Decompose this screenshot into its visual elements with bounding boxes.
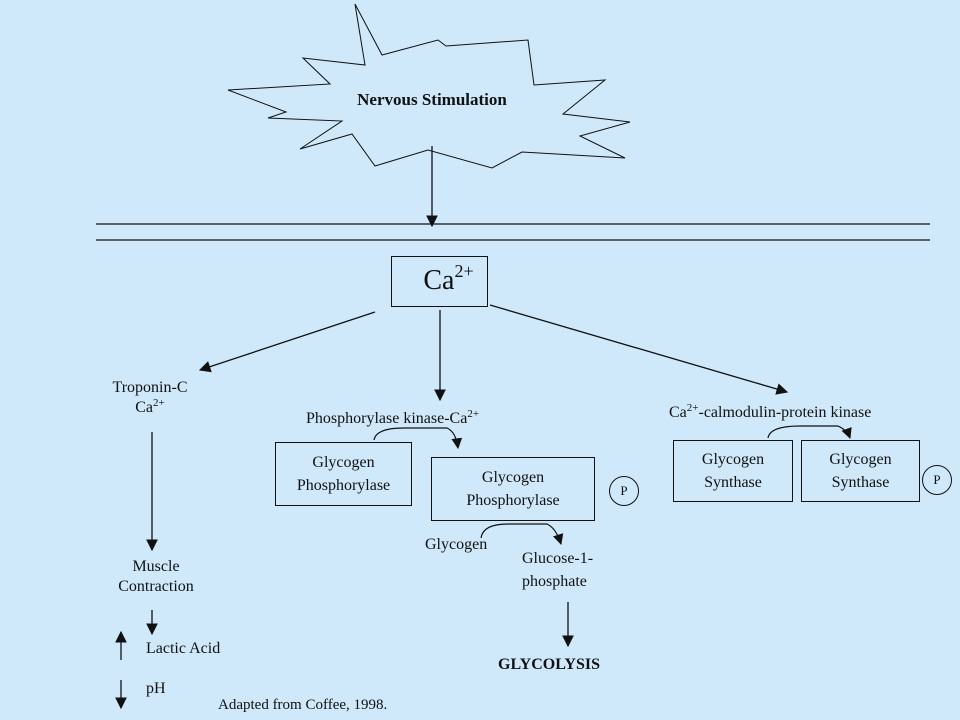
glucose-1-phosphate-label: Glucose-1- phosphate bbox=[522, 550, 594, 591]
phosphate-circle-synthase: P bbox=[922, 465, 952, 495]
credit-note: Adapted from Coffee, 1998. bbox=[218, 697, 388, 713]
phosphate-circle: P bbox=[609, 476, 639, 506]
glycogen-label: Glycogen bbox=[425, 536, 488, 553]
calcium-sup: 2+ bbox=[454, 261, 474, 282]
ph-label: pH bbox=[146, 680, 166, 697]
phosphorylase-conversion-arrow bbox=[373, 427, 463, 450]
glycolysis-label: GLYCOLYSIS bbox=[498, 656, 600, 673]
calcium-box: Ca2+ bbox=[391, 256, 488, 307]
lactic-acid-label: Lactic Acid bbox=[146, 640, 221, 657]
branch-arrow-right bbox=[489, 304, 789, 395]
starburst-shape bbox=[227, 3, 631, 169]
branch-arrow-left bbox=[198, 311, 376, 373]
synthase-conversion-arrow bbox=[767, 425, 852, 440]
glycogen-to-glucose-arrow bbox=[480, 523, 564, 546]
calmodulin-kinase-label: Ca2+-calmodulin-protein kinase bbox=[669, 402, 872, 422]
stimulus-label: Nervous Stimulation bbox=[357, 90, 507, 109]
calcium-label: Ca bbox=[423, 265, 455, 297]
phosphorylase-kinase-label: Phosphorylase kinase-Ca2+ bbox=[306, 408, 480, 428]
muscle-contraction-label: Muscle Contraction bbox=[118, 558, 194, 595]
troponin-label: Troponin-C Ca2+ bbox=[112, 379, 188, 416]
